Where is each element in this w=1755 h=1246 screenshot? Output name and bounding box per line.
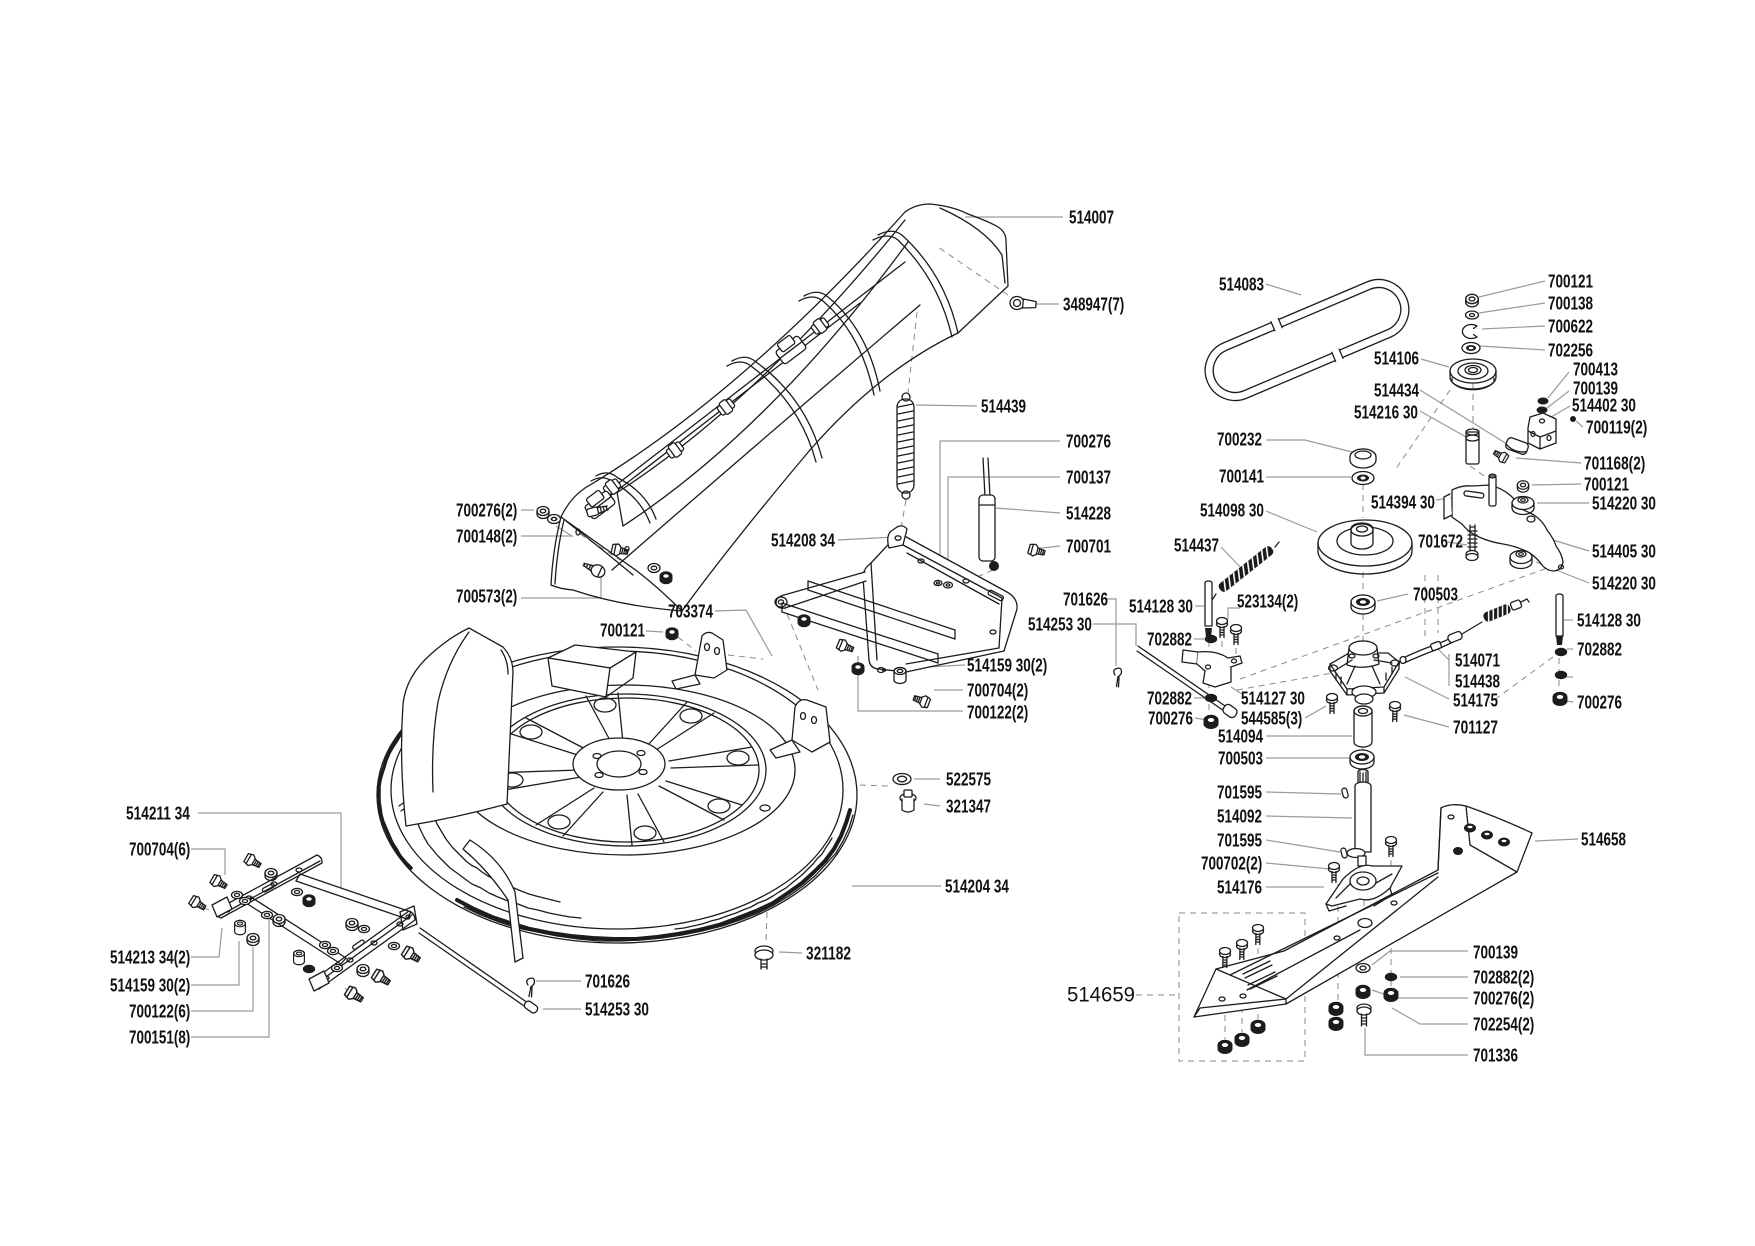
svg-text:700232: 700232 (1217, 430, 1262, 450)
svg-text:514106: 514106 (1374, 349, 1419, 369)
svg-text:700119(2): 700119(2) (1586, 418, 1647, 438)
svg-text:702882: 702882 (1147, 630, 1192, 650)
svg-text:514213 34(2): 514213 34(2) (110, 948, 190, 968)
svg-text:514394 30: 514394 30 (1371, 493, 1435, 513)
svg-text:514253 30: 514253 30 (1028, 615, 1092, 635)
svg-text:702882: 702882 (1577, 640, 1622, 660)
svg-text:514159 30(2): 514159 30(2) (967, 656, 1047, 676)
svg-text:700701: 700701 (1066, 537, 1111, 557)
svg-text:514220 30: 514220 30 (1592, 494, 1656, 514)
svg-text:700137: 700137 (1066, 468, 1111, 488)
svg-text:514439: 514439 (981, 397, 1026, 417)
svg-text:700139: 700139 (1473, 943, 1518, 963)
svg-text:700121: 700121 (600, 621, 645, 641)
svg-text:700704(6): 700704(6) (129, 840, 190, 860)
svg-text:700276: 700276 (1577, 693, 1622, 713)
svg-text:514094: 514094 (1218, 727, 1263, 747)
svg-text:514658: 514658 (1581, 830, 1626, 850)
svg-text:700702(2): 700702(2) (1201, 854, 1262, 874)
svg-text:522575: 522575 (946, 770, 991, 790)
svg-text:514083: 514083 (1219, 275, 1264, 295)
svg-text:514127 30: 514127 30 (1241, 689, 1305, 709)
svg-text:700151(8): 700151(8) (129, 1028, 190, 1048)
svg-text:514176: 514176 (1217, 878, 1262, 898)
svg-text:701626: 701626 (585, 972, 630, 992)
svg-text:701336: 701336 (1473, 1046, 1518, 1066)
svg-text:700276: 700276 (1148, 709, 1193, 729)
svg-text:700503: 700503 (1218, 749, 1263, 769)
svg-text:703374: 703374 (668, 602, 713, 622)
svg-text:700413: 700413 (1573, 360, 1618, 380)
svg-text:702882(2): 702882(2) (1473, 968, 1534, 988)
svg-text:514216 30: 514216 30 (1354, 403, 1418, 423)
svg-text:700121: 700121 (1548, 272, 1593, 292)
svg-text:514405 30: 514405 30 (1592, 542, 1656, 562)
svg-text:702882: 702882 (1147, 689, 1192, 709)
svg-text:514434: 514434 (1374, 381, 1419, 401)
svg-text:701626: 701626 (1063, 590, 1108, 610)
svg-text:701595: 701595 (1217, 831, 1262, 851)
svg-text:514159 30(2): 514159 30(2) (110, 976, 190, 996)
svg-text:523134(2): 523134(2) (1237, 592, 1298, 612)
svg-text:514204 34: 514204 34 (945, 877, 1009, 897)
svg-text:321182: 321182 (806, 944, 851, 964)
svg-text:700148(2): 700148(2) (456, 527, 517, 547)
svg-text:701168(2): 701168(2) (1584, 454, 1645, 474)
svg-text:514071: 514071 (1455, 651, 1500, 671)
svg-text:700141: 700141 (1219, 467, 1264, 487)
svg-text:514437: 514437 (1174, 536, 1219, 556)
svg-text:514220 30: 514220 30 (1592, 574, 1656, 594)
svg-text:702254(2): 702254(2) (1473, 1015, 1534, 1035)
svg-text:700122(2): 700122(2) (967, 703, 1028, 723)
svg-text:321347: 321347 (946, 797, 991, 817)
svg-text:700276(2): 700276(2) (456, 501, 517, 521)
svg-text:514402 30: 514402 30 (1572, 396, 1636, 416)
svg-text:348947(7): 348947(7) (1063, 295, 1124, 315)
svg-text:700121: 700121 (1584, 475, 1629, 495)
svg-text:514128 30: 514128 30 (1577, 611, 1641, 631)
svg-text:700276: 700276 (1066, 432, 1111, 452)
svg-text:700138: 700138 (1548, 294, 1593, 314)
svg-text:700122(6): 700122(6) (129, 1002, 190, 1022)
svg-text:701595: 701595 (1217, 783, 1262, 803)
svg-text:514211 34: 514211 34 (126, 804, 190, 824)
svg-text:702256: 702256 (1548, 341, 1593, 361)
svg-text:700139: 700139 (1573, 379, 1618, 399)
svg-text:700276(2): 700276(2) (1473, 989, 1534, 1009)
svg-text:544585(3): 544585(3) (1241, 709, 1302, 729)
svg-text:701127: 701127 (1453, 718, 1498, 738)
svg-text:514128 30: 514128 30 (1129, 597, 1193, 617)
svg-text:700573(2): 700573(2) (456, 587, 517, 607)
svg-text:514208 34: 514208 34 (771, 531, 835, 551)
svg-text:701672: 701672 (1418, 532, 1463, 552)
svg-text:514438: 514438 (1455, 672, 1500, 692)
svg-text:514659: 514659 (1067, 984, 1135, 1007)
svg-text:514175: 514175 (1453, 691, 1498, 711)
svg-text:514092: 514092 (1217, 807, 1262, 827)
svg-text:514007: 514007 (1069, 208, 1114, 228)
svg-text:700622: 700622 (1548, 317, 1593, 337)
svg-text:514228: 514228 (1066, 504, 1111, 524)
svg-text:514253 30: 514253 30 (585, 1000, 649, 1020)
svg-text:514098 30: 514098 30 (1200, 501, 1264, 521)
svg-text:700503: 700503 (1413, 585, 1458, 605)
svg-text:700704(2): 700704(2) (967, 681, 1028, 701)
